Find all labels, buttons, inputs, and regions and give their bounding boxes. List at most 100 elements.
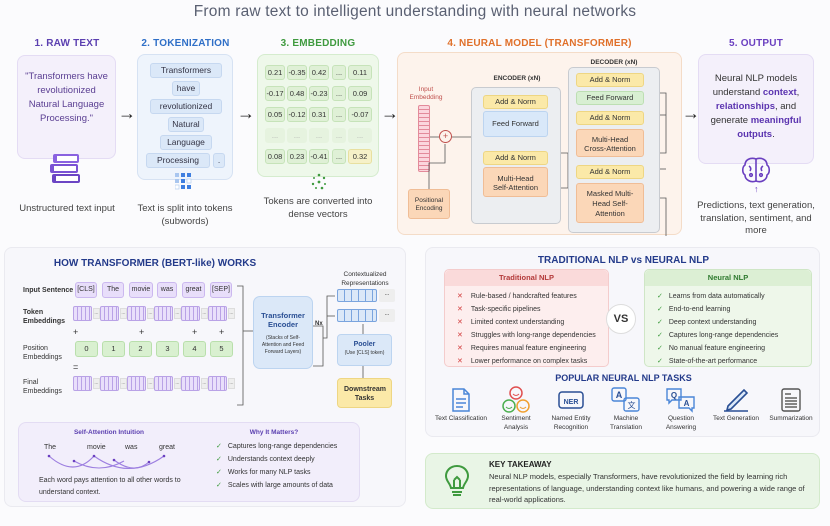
check-icon: ✓ xyxy=(657,358,663,365)
token-chip: revolutionized xyxy=(150,99,222,114)
traditional-item: ✕Lower performance on complex tasks xyxy=(457,355,608,368)
traditional-item-label: Requires manual feature engineering xyxy=(470,345,587,352)
why-list: ✓Captures long-range dependencies✓Unders… xyxy=(216,440,337,492)
context-vector xyxy=(337,309,377,322)
input-word-chip: movie xyxy=(129,282,153,298)
neural-item: ✓Deep context understanding xyxy=(657,316,811,329)
attention-caption: Each word pays attention to all other wo… xyxy=(39,477,181,496)
traditional-item: ✕Struggles with long-range dependencies xyxy=(457,329,608,342)
vector-ellipsis: ... xyxy=(93,378,100,389)
vs-badge: VS xyxy=(606,304,636,334)
neural-item-label: No manual feature engineering xyxy=(668,345,765,352)
task-label: Question Answering xyxy=(665,415,697,431)
neural-title: Neural NLP xyxy=(645,270,811,286)
stage-heading-embedding: 3. EMBEDDING xyxy=(280,38,356,49)
lightbulb-icon xyxy=(444,464,470,503)
vector-ellipsis: ... xyxy=(228,378,235,389)
takeaway-text: Neural NLP models, especially Transforme… xyxy=(489,472,805,504)
pen-icon xyxy=(709,387,763,413)
svg-text:A: A xyxy=(616,390,623,400)
task-label: Named Entity Recognition xyxy=(551,415,591,431)
decoder-add-norm: Add & Norm xyxy=(576,165,644,179)
raw-caption: Unstructured text input xyxy=(19,203,115,214)
vector-bar xyxy=(181,376,200,391)
pooler-block: Pooler (Use [CLS] token) xyxy=(337,334,392,366)
decoder-feed-forward: Feed Forward xyxy=(576,91,644,105)
vector-ellipsis: ... xyxy=(147,378,154,389)
position-embedding-chip: 1 xyxy=(102,341,125,357)
token-chip: . xyxy=(213,153,225,168)
svg-text:文: 文 xyxy=(628,400,636,410)
pooler-subtitle: (Use [CLS] token) xyxy=(344,350,385,356)
compare-heading: TRADITIONAL NLP vs NEURAL NLP xyxy=(537,255,710,266)
vector-ellipsis: ... xyxy=(147,308,154,319)
stage-heading-tokenization: 2. TOKENIZATION xyxy=(141,38,230,49)
token-chip: Transformers xyxy=(150,63,222,78)
traditional-item-label: Rule-based / handcrafted features xyxy=(470,293,577,300)
stage-heading-raw: 1. RAW TEXT xyxy=(34,38,100,49)
check-icon: ✓ xyxy=(216,443,222,450)
transformer-card: Input Embedding + Positional Encoding EN… xyxy=(397,52,682,236)
x-icon: ✕ xyxy=(457,293,463,300)
arrow-icon: → xyxy=(237,103,255,123)
stage-heading-neural: 4. NEURAL MODEL (TRANSFORMER) xyxy=(447,38,632,49)
encoder-feed-forward: Feed Forward xyxy=(483,111,548,137)
check-icon: ✓ xyxy=(216,469,222,476)
output-highlight: context xyxy=(762,87,797,98)
row-label: Position Embeddings xyxy=(23,345,62,361)
neural-item: ✓Captures long-range dependencies xyxy=(657,329,811,342)
token-chip: have xyxy=(172,81,200,96)
task-label: Text Generation xyxy=(713,415,759,422)
neural-card: Neural NLP ✓Learns from data automatical… xyxy=(644,269,812,367)
vector-ellipsis: ... xyxy=(174,378,181,389)
input-embedding-label: Input Embedding xyxy=(409,86,443,101)
embedding-cell: -0.41 xyxy=(309,149,329,164)
embedding-cell: -0.23 xyxy=(309,86,329,101)
input-word-chip: The xyxy=(102,282,124,298)
neural-item-label: End-to-end learning xyxy=(668,306,731,313)
positional-encoding-block: Positional Encoding xyxy=(408,189,450,219)
embedding-cell: ... xyxy=(265,128,285,143)
traditional-item: ✕Task-specific pipelines xyxy=(457,303,608,316)
equals-sign: = xyxy=(73,362,79,372)
output-highlight: relationships xyxy=(715,101,775,112)
embedding-cell: ... xyxy=(332,128,346,143)
output-text-part: , and generate xyxy=(710,101,797,126)
why-item-label: Scales with large amounts of data xyxy=(227,482,333,489)
traditional-list: ✕ Rule-based / handcrafted features ✕Task-… xyxy=(445,286,608,368)
task-item: Text Generation xyxy=(709,387,763,424)
why-item-label: Understands context deeply xyxy=(227,456,315,463)
vector-ellipsis: ... xyxy=(201,308,208,319)
svg-text:A: A xyxy=(684,399,690,408)
output-text-part: Neural NLP models understand xyxy=(712,73,798,98)
vector-bar xyxy=(127,376,146,391)
token-chip: Processing xyxy=(146,153,210,168)
summary-doc-icon xyxy=(764,387,818,413)
embedding-cell: 0.05 xyxy=(265,107,285,122)
input-embedding-vector xyxy=(418,105,430,172)
takeaway-heading: KEY TAKEAWAY xyxy=(489,460,552,469)
task-item: Text Classification xyxy=(434,387,488,424)
arrow-icon: → xyxy=(682,103,700,123)
final-embedding-vector: ... xyxy=(127,376,154,391)
output-highlight: meaningful outputs xyxy=(737,115,802,140)
vector-bar xyxy=(208,306,227,321)
x-icon: ✕ xyxy=(457,358,463,365)
embedding-cell: ... xyxy=(332,65,346,80)
task-label: Text Classification xyxy=(434,415,488,422)
embedding-cell: 0.42 xyxy=(309,65,329,80)
traditional-item: ✕Limited context understanding xyxy=(457,316,608,329)
dots-cluster-icon xyxy=(310,173,328,196)
output-caption: Predictions, text generation, translatio… xyxy=(697,200,815,236)
encoder-subtitle: (Stacks of Self-Attention and Feed Forwa… xyxy=(261,335,305,355)
embedding-cell: 0.48 xyxy=(287,86,307,101)
bert-panel: HOW TRANSFORMER (BERT-like) WORKS Input … xyxy=(4,247,406,507)
downstream-tasks-block: Downstream Tasks xyxy=(337,378,392,408)
why-item: ✓Scales with large amounts of data xyxy=(216,479,337,492)
attention-arcs xyxy=(47,454,166,469)
final-embedding-vector: ... xyxy=(154,376,181,391)
position-embedding-chip: 2 xyxy=(129,341,152,357)
task-label: Summarization xyxy=(769,415,813,422)
